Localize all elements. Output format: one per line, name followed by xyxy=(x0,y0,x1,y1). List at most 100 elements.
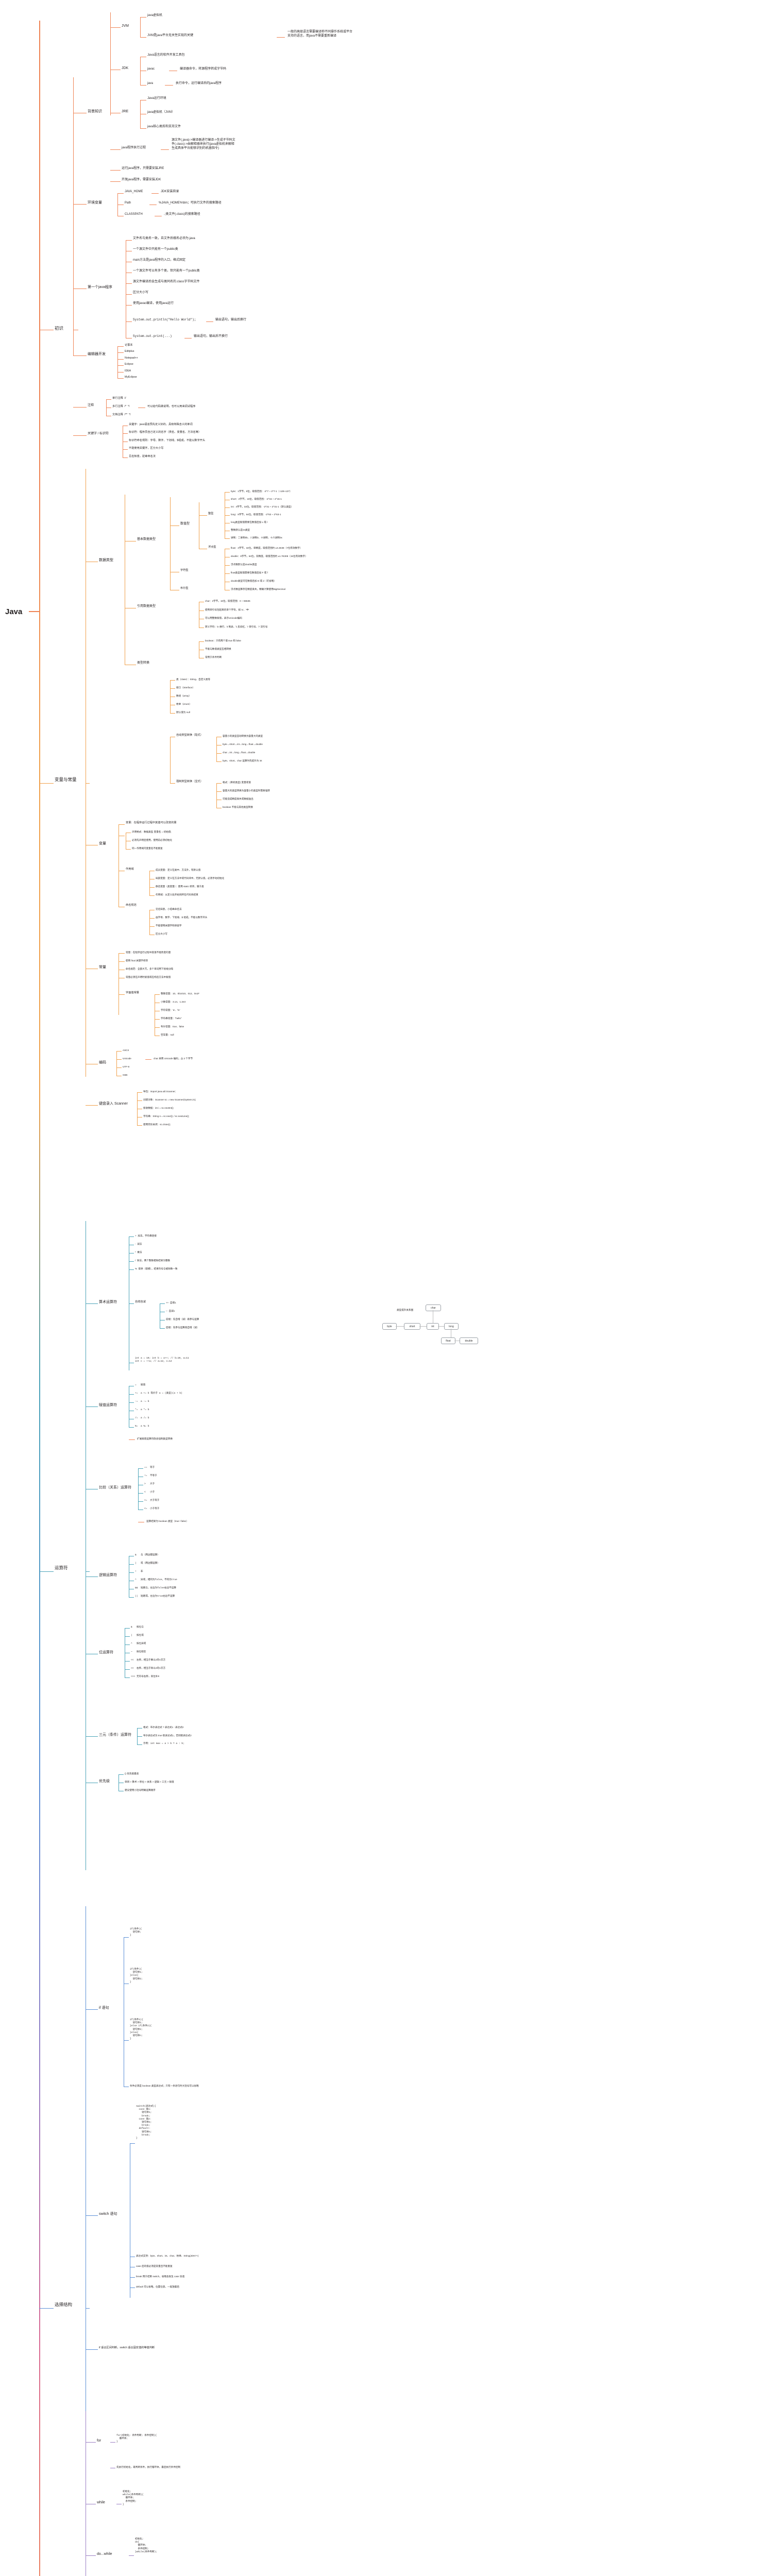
encode-item-0: ASCII xyxy=(123,1049,129,1052)
datatype-label[interactable]: 数据类型 xyxy=(99,558,113,562)
dowhile-label[interactable]: do...while xyxy=(97,2552,112,2556)
switch-item-2: break 用于结束 switch，省略会发生 case 穿透 xyxy=(136,2275,185,2278)
first-label[interactable]: 第一个java程序 xyxy=(88,285,112,289)
editor-item-4: IDEA xyxy=(125,369,131,372)
branch-op-label[interactable]: 运算符 xyxy=(55,1565,68,1570)
keyword-item-4: 见名知意，驼峰命名法 xyxy=(129,455,156,458)
compare-item-3: < 小于 xyxy=(144,1491,155,1494)
typebox-double: double xyxy=(460,1337,478,1344)
priority-label[interactable]: 优先级 xyxy=(99,1780,110,1783)
priority-item-0: () 优先级最高 xyxy=(125,1772,139,1775)
logic-item-5: || 短路或，左边为true右边不运算 xyxy=(135,1595,175,1598)
compare-label[interactable]: 比较（关系）运算符 xyxy=(99,1486,131,1489)
char-item-2: 可以用整数赋值，表示Unicode编码 xyxy=(205,617,242,619)
char-label[interactable]: 字符型 xyxy=(180,569,189,572)
while-label[interactable]: while xyxy=(97,2501,105,2504)
arith-label[interactable]: 算术运算符 xyxy=(99,1300,117,1304)
bit-label[interactable]: 位运算符 xyxy=(99,1651,113,1654)
for-label[interactable]: for xyxy=(97,2439,101,2443)
first-item-5: 区分大小写 xyxy=(133,291,149,294)
variable-label[interactable]: 变量 xyxy=(99,842,106,845)
float-label[interactable]: 浮点型 xyxy=(208,546,216,549)
scope-label[interactable]: 作用域 xyxy=(126,868,134,871)
if-label[interactable]: if 语句 xyxy=(99,2006,109,2010)
bit-item-0: & 按位与 xyxy=(131,1626,144,1629)
first-item-3: 一个源文件可以有多个类，但只能有一个public类 xyxy=(133,269,200,273)
int-item-4: long类型赋值需要在数值后加 L 或 l xyxy=(231,521,268,523)
int-item-2: int：4字节，32位，取值范围：-2^31 ~ 2^31-1（默认类型） xyxy=(231,505,294,508)
force-convert-label[interactable]: 强制类型转换（显式） xyxy=(176,780,203,783)
branch-compare-note: if 适合区间判断，switch 适合固定值的等值判断 xyxy=(99,2346,155,2349)
bool-label[interactable]: 布尔型 xyxy=(180,587,189,590)
int-label[interactable]: 整型 xyxy=(208,512,214,515)
force-item-3: boolean 不能与其他类型转换 xyxy=(223,806,253,808)
compare-item-0: == 等于 xyxy=(144,1466,155,1469)
editor-item-0: 记事本 xyxy=(125,344,133,347)
float-item-0: float：4字节，32位，单精度，取值范围约 ±3.4E38（7位有效数字） xyxy=(231,547,302,549)
int-item-1: short：2字节，16位，取值范围：-2^15 ~ 2^15-1 xyxy=(231,498,282,500)
priority-item-1: 单目 > 算术 > 移位 > 关系 > 逻辑 > 三元 > 赋值 xyxy=(125,1781,174,1783)
root-node[interactable]: Java xyxy=(5,607,23,616)
editor-label[interactable]: 编辑器开发 xyxy=(88,352,106,356)
jvm-label[interactable]: JVM xyxy=(122,24,129,28)
switch-item-3: default 可以省略，位置任意，一般放最后 xyxy=(136,2285,179,2288)
scope-item-0: 成员变量：定义在类中、方法外，有默认值 xyxy=(156,869,201,871)
branch-intro-label[interactable]: 初识 xyxy=(55,326,64,331)
inc-label[interactable]: 自增自减 xyxy=(135,1300,146,1303)
ternary-label[interactable]: 三元（条件）运算符 xyxy=(99,1733,131,1737)
int-item-5: 整数默认是int类型 xyxy=(231,529,250,531)
env-item-2: CLASSPATH xyxy=(125,213,143,216)
exec-label[interactable]: java程序执行过程 xyxy=(122,146,146,149)
naming-label[interactable]: 命名规范 xyxy=(126,904,137,907)
float-item-4: double类型可在数值后加 D 或 d（可省略） xyxy=(231,580,276,582)
bool-item-0: boolean：只有两个值 true 和 false xyxy=(205,639,241,642)
const-type-5: 空常量：null xyxy=(161,1033,174,1036)
char-item-1: 使用单引号括起来的单个字符，如 'a'、'中' xyxy=(205,608,249,611)
typebox-float: float xyxy=(441,1337,455,1344)
encode-label[interactable]: 编码 xyxy=(99,1061,106,1064)
exec-note: 源文件(.java)->编译器进行编译->生成子节码文 件(.class)->由… xyxy=(172,139,235,150)
env-item-1: Path xyxy=(125,201,131,205)
const-label[interactable]: 常量 xyxy=(99,965,106,969)
bool-item-2: 常用于条件判断 xyxy=(205,656,222,658)
scope-item-3: 作用域：从定义处开始到所在代码块结束 xyxy=(156,893,198,896)
jdk-label[interactable]: JDK xyxy=(122,66,129,70)
env-note-1: %JAVA_HOME%\bin；可执行文件的搜索路径 xyxy=(159,201,222,205)
const-types-label[interactable]: 字面值常量 xyxy=(126,991,139,994)
while-code: 初始化; while(条件判断){ 循环体; 条件控制; } xyxy=(123,2490,144,2506)
logic-label[interactable]: 逻辑运算符 xyxy=(99,1573,117,1577)
ref-item-4: 默认值为 null xyxy=(176,711,190,714)
switch-label[interactable]: switch 语句 xyxy=(99,2212,117,2216)
compare-item-1: != 不等于 xyxy=(144,1475,157,1477)
auto-convert-label[interactable]: 自动类型转换（隐式） xyxy=(176,734,203,737)
branch-branch-label[interactable]: 选择结构 xyxy=(55,2302,73,2307)
convert-label[interactable]: 类型转换 xyxy=(137,662,150,665)
const-type-4: 布尔常量：true、false xyxy=(161,1025,184,1028)
scanner-label[interactable]: 键盘录入 Scanner xyxy=(99,1102,128,1106)
naming-item-1: 由字母、数字、下划线、$ 组成，不能以数字开头 xyxy=(156,916,208,919)
basic-type-label[interactable]: 基本数据类型 xyxy=(137,538,156,541)
ternary-item-1: 布尔表达式为 true 取表达式1，否则取表达式2 xyxy=(143,1734,192,1737)
char-item-3: 转义字符：\n 换行、\t 制表、\\ 反斜杠、\' 单引号、\" 双引号 xyxy=(205,625,268,628)
logic-item-1: | 或（两边都运算） xyxy=(135,1562,160,1565)
int-item-6: 进制：二进制0b、八进制0、十进制、十六进制0x xyxy=(231,536,282,539)
first-item-2: main方法是java程序的入口，格式固定 xyxy=(133,259,186,262)
bit-item-3: ~ 按位取反 xyxy=(131,1651,146,1653)
ref-item-2: 数组（array） xyxy=(176,694,191,697)
compare-item-2: > 大于 xyxy=(144,1483,155,1485)
comment-label[interactable]: 注释 xyxy=(88,404,94,407)
bool-item-1: 不能与数值类型互相转换 xyxy=(205,648,231,650)
arith-item-4: % 取余（取模），结果符号与被除数一致 xyxy=(135,1267,178,1270)
if-format-2: if(条件){ 语句体1; }else{ 语句体2; } xyxy=(130,1968,143,1984)
numeric-label[interactable]: 数值型 xyxy=(180,522,190,526)
assign-label[interactable]: 赋值运算符 xyxy=(99,1403,117,1407)
const-type-1: 小数常量：3.14、1.2e3 xyxy=(161,1001,185,1003)
env-label[interactable]: 环境变量 xyxy=(88,201,102,205)
keyword-item-2: 标识符命名规则：字母、数字、下划线、$组成，不能以数字开头 xyxy=(129,439,206,442)
jre-label[interactable]: JRE xyxy=(122,110,129,113)
bg-label[interactable]: 背景知识 xyxy=(88,110,102,113)
keyword-label[interactable]: 关键字 / 标识符 xyxy=(88,432,109,435)
branch-var-label[interactable]: 变量与常量 xyxy=(55,777,77,782)
ref-type-label[interactable]: 引用数据类型 xyxy=(137,605,156,608)
